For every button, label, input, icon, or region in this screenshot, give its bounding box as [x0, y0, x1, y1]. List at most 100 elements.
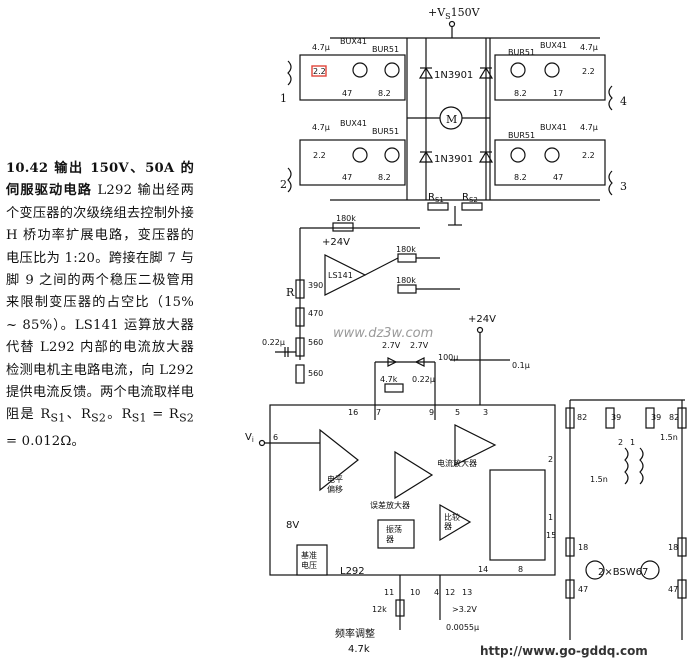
figure-body: L292 输出经两个变压器的次级绕组去控制外接 H 桥功率扩展电路，变压器的电压…: [6, 183, 194, 423]
transistor-label: BUX41: [540, 41, 567, 50]
cap-label: 0.22μ: [412, 375, 435, 384]
opamp-label: LS141: [328, 271, 353, 280]
cap-label: 4.7μ: [312, 123, 330, 132]
pin-label: 12: [445, 588, 455, 597]
transistor-label: BUX41: [340, 37, 367, 46]
pot-label: R: [286, 286, 295, 299]
res-label: 560: [308, 369, 323, 378]
watermark-top: www.dz3w.com: [333, 326, 433, 341]
cap-label: 0.0055μ: [446, 623, 479, 632]
v8-label: 8V: [286, 520, 299, 531]
res-label: 82: [669, 413, 679, 422]
transistor-label: BUX41: [540, 123, 567, 132]
pin-label: 2: [548, 455, 553, 464]
transistor-label: BUR51: [508, 48, 535, 57]
freq-adjust-label: 频率调整: [335, 627, 375, 640]
pin-label: 8: [518, 565, 523, 574]
pin-label: 11: [384, 588, 394, 597]
watermark-bottom: http://www.go-gddq.com: [480, 644, 648, 658]
res-label: 8.2: [514, 89, 527, 98]
cap-label: 1.5n: [660, 433, 678, 442]
res-label: 180k: [396, 245, 416, 254]
cap-label: 0.22μ: [262, 338, 285, 347]
transistor-label: BUR51: [372, 45, 399, 54]
reference-label: 基准电压: [301, 550, 317, 570]
pin-label: 6: [273, 433, 278, 442]
res-label: 8.2: [378, 173, 391, 182]
res-label: 2.2: [313, 151, 326, 160]
sense-amplifier: 180k LS141 +24V 180k 180k R 390 470 560 …: [262, 214, 460, 384]
oscillator-label: 振荡器: [386, 524, 402, 544]
res-label: 47: [342, 89, 352, 98]
res-label: 2.2: [313, 67, 326, 76]
res-label: 47: [578, 585, 588, 594]
drive-cell-tr: 4.7μ 2.2 BUX41 BUR51 8.2 17 4: [494, 41, 627, 111]
pin-label: 9: [429, 408, 434, 417]
transformer-label: 1: [630, 438, 635, 447]
transistor-label: BUR51: [508, 131, 535, 140]
res-label: 47: [668, 585, 678, 594]
res-label: 47: [553, 173, 563, 182]
transistor-label: BUX41: [340, 119, 367, 128]
h-bridge: +VS150V 1N3901 1N3901 M 4.7μ 2.2 BU: [280, 6, 627, 226]
drive-cell-br: 4.7μ 2.2 BUX41 BUR51 8.2 47 3: [494, 123, 627, 196]
drive-cell-tl: 4.7μ 2.2 BUX41 BUR51 47 8.2: [287, 37, 406, 101]
cap-label: 4.7μ: [580, 123, 598, 132]
error-amp-label: 误差放大器: [370, 500, 410, 510]
figure-number: 10.42: [6, 161, 49, 176]
rs2-label: RS2: [462, 192, 478, 204]
supply-label: +24V: [322, 237, 350, 248]
motor-label: M: [446, 113, 457, 126]
winding-label: 2: [280, 178, 287, 191]
figure-title: 输出 150V、50A 的伺服驱动电路: [6, 161, 194, 199]
zener-label: 2.7V: [410, 341, 429, 350]
motor-icon: [439, 106, 463, 130]
drive-cell-bl: 4.7μ 2.2 BUX41 BUR51 47 8.2 1 2: [280, 92, 406, 193]
winding-label: 3: [620, 180, 627, 193]
cap-label: 0.1μ: [512, 361, 530, 370]
res-label: 2.2: [582, 67, 595, 76]
winding-label: 4: [620, 95, 627, 108]
transistor-pair-label: 2×BSW67: [598, 567, 648, 578]
winding-label: 1: [280, 92, 287, 105]
diode-label-top: 1N3901: [434, 70, 473, 81]
cap-label: 4.7μ: [312, 43, 330, 52]
pin-label: 4: [434, 588, 439, 597]
pin-label: 5: [455, 408, 460, 417]
res-label: 8.2: [378, 89, 391, 98]
pin-label: 7: [376, 408, 381, 417]
res-label: 12k: [372, 605, 387, 614]
level-shift-label: 电平偏移: [327, 474, 343, 494]
figure-tail: 。: [71, 433, 85, 449]
diode-label-bottom: 1N3901: [434, 154, 473, 165]
pin-label: 14: [478, 565, 488, 574]
bridge-supply-label: +VS150V: [428, 6, 481, 21]
rs1-label: RS1: [428, 192, 444, 204]
circuit-description: 10.42 输出 150V、50A 的伺服驱动电路 L292 输出经两个变压器的…: [6, 161, 194, 449]
res-label: 82: [577, 413, 587, 422]
res-label: 18: [668, 543, 678, 552]
res-label: 4.7k: [348, 644, 370, 655]
transformer-label: 2: [618, 438, 623, 447]
pin-label: 13: [462, 588, 472, 597]
threshold-label: >3.2V: [452, 605, 477, 614]
zener-label: 2.7V: [382, 341, 401, 350]
cap-label: 100μ: [438, 353, 458, 362]
res-label: 17: [553, 89, 563, 98]
pin-label: 3: [483, 408, 488, 417]
cap-label: 4.7μ: [580, 43, 598, 52]
res-label: 47: [342, 173, 352, 182]
pin-label: 16: [348, 408, 358, 417]
chip-outline: [269, 404, 556, 576]
res-label: 180k: [336, 214, 356, 223]
res-label: 560: [308, 338, 323, 347]
res-label: 18: [578, 543, 588, 552]
cap-label: 1.5n: [590, 475, 608, 484]
pin-label: 10: [410, 588, 420, 597]
vi-label: Vi: [245, 432, 254, 444]
current-amp-label: 电流放大器: [437, 458, 477, 468]
res-label: 4.7k: [380, 375, 398, 384]
chip-label: L292: [340, 566, 365, 577]
res-label: 39: [651, 413, 661, 422]
